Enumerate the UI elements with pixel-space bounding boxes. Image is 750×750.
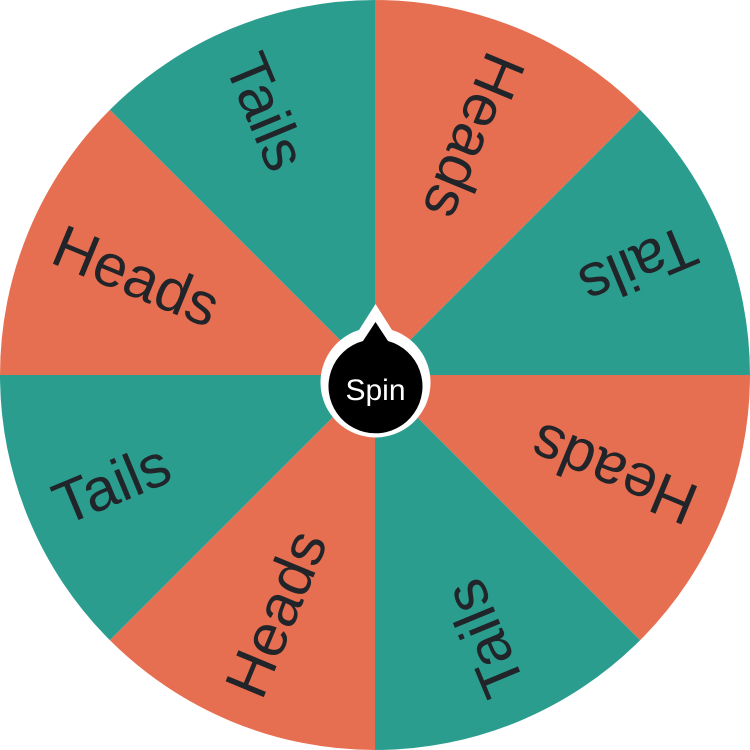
wheel-segment: Heads — [375, 0, 641, 375]
wheel-segment: Tails — [0, 375, 375, 641]
wheel-segment: Heads — [375, 375, 750, 641]
segment-slice — [0, 375, 375, 641]
wheel-segment: Tails — [375, 375, 641, 750]
wheel-segment: Tails — [109, 0, 375, 375]
segment-slice — [375, 375, 641, 750]
wheel-segment: Tails — [375, 109, 750, 375]
pointer-icon — [328, 322, 423, 434]
segment-slice — [109, 375, 375, 750]
wheel-segment: Heads — [0, 109, 375, 375]
wheel-segment: Heads — [109, 375, 375, 750]
spin-button[interactable]: Spin — [320, 304, 431, 438]
segment-slice — [375, 109, 750, 375]
segment-slice — [375, 0, 641, 375]
segment-slice — [109, 0, 375, 375]
spin-label: Spin — [345, 374, 405, 407]
segment-slice — [0, 109, 375, 375]
segment-slice — [375, 375, 750, 641]
